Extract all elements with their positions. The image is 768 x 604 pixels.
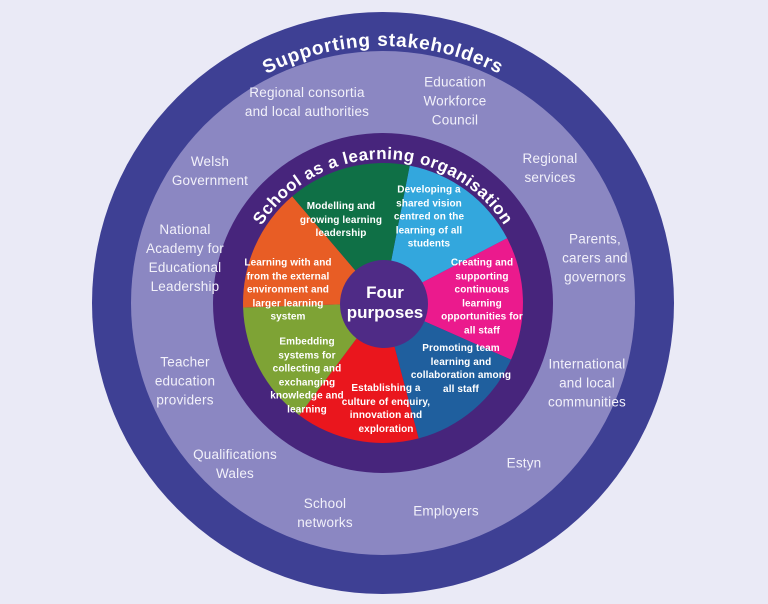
stakeholder-label-national-academy: National Academy for Educational Leaders…: [146, 222, 224, 294]
wedge-label-shared-vision: Developing a shared vision centred on th…: [393, 184, 465, 250]
stakeholder-label-teacher-education-providers: Teacher education providers: [154, 354, 216, 408]
stakeholder-label-international-local-communities: International and local communities: [548, 356, 626, 410]
center-label-four-purposes: Four purposes: [346, 283, 424, 322]
wedge-team-learning: [383, 303, 511, 439]
stakeholder-label-regional-services: Regional services: [522, 151, 578, 185]
stakeholder-label-welsh-government: Welsh Government: [171, 154, 249, 188]
wedge-learning-opportunities: [383, 238, 523, 360]
wedge-label-learning-opportunities: Creating and supporting continuous learn…: [441, 257, 523, 337]
stakeholder-label-qualifications-wales: Qualifications Wales: [193, 447, 277, 481]
stakeholder-label-parents-carers-governors: Parents, carers and governors: [562, 231, 628, 285]
wedge-label-external-learning: Learning with and from the external envi…: [244, 257, 332, 323]
center-circle: [340, 260, 428, 348]
wedge-label-enquiry-culture: Establishing a culture of enquiry, innov…: [341, 383, 431, 435]
stakeholder-label-education-workforce-council: Education Workforce Council: [423, 74, 487, 128]
stakeholder-label-estyn: Estyn: [506, 455, 542, 471]
wedge-shared-vision: [383, 165, 508, 303]
stakeholder-label-regional-consortia: Regional consortia and local authorities: [244, 85, 370, 119]
wedge-label-team-learning: Promoting team learning and collaboratio…: [410, 343, 512, 395]
stakeholder-label-employers: Employers: [413, 503, 479, 519]
wedge-label-learning-leadership: Modelling and growing learning leadershi…: [299, 200, 383, 239]
stakeholder-label-school-networks: School networks: [297, 496, 353, 530]
wedge-knowledge-systems: [243, 303, 383, 416]
wedge-label-knowledge-systems: Embedding systems for collecting and exc…: [270, 336, 344, 416]
